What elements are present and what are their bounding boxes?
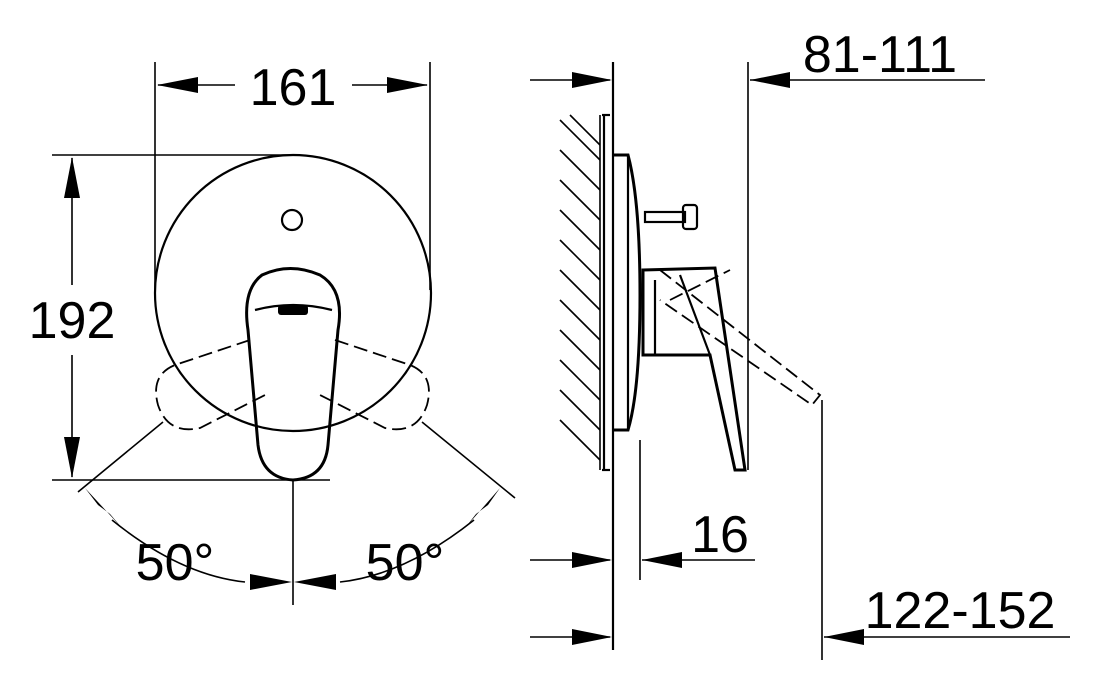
dimension-height-label: 192 <box>29 292 116 350</box>
side-view: 81-111 16 122-152 <box>530 26 1070 660</box>
angle-arrow-left <box>85 488 122 528</box>
angle-leader-left <box>77 421 164 493</box>
angle-arrow-center-left <box>250 574 292 590</box>
lever-position-right <box>319 339 430 431</box>
angle-arc-right <box>339 519 475 583</box>
diverter-knob-side <box>643 210 687 224</box>
lever-logo-mark <box>278 305 308 315</box>
angle-arrow-right <box>465 488 500 528</box>
dimension-16-label: 16 <box>691 506 749 564</box>
lever-handle <box>245 267 342 482</box>
lever-side-dashed <box>659 269 822 407</box>
dimension-81-111-label: 81-111 <box>803 26 957 84</box>
escutcheon-profile <box>614 153 642 432</box>
angle-leader-right <box>421 421 516 499</box>
angle-arrow-center-right <box>294 574 336 590</box>
front-view: 161 192 50° 50° <box>29 59 516 605</box>
angle-left-label: 50° <box>136 534 215 592</box>
lever-side-profile <box>641 266 747 472</box>
wall-hatching <box>559 114 601 470</box>
angle-right-label: 50° <box>366 534 445 592</box>
dimension-width-label: 161 <box>250 59 337 117</box>
arrowhead-left <box>157 77 198 93</box>
lever-position-left <box>155 339 266 431</box>
arrowhead-top <box>64 157 80 198</box>
dimension-122-152-label: 122-152 <box>865 582 1056 640</box>
arrowhead-right <box>387 77 428 93</box>
escutcheon-plate <box>153 153 433 433</box>
angle-arc-left <box>111 519 246 583</box>
diverter-knob <box>280 208 304 232</box>
arrowhead-bottom <box>64 437 80 478</box>
